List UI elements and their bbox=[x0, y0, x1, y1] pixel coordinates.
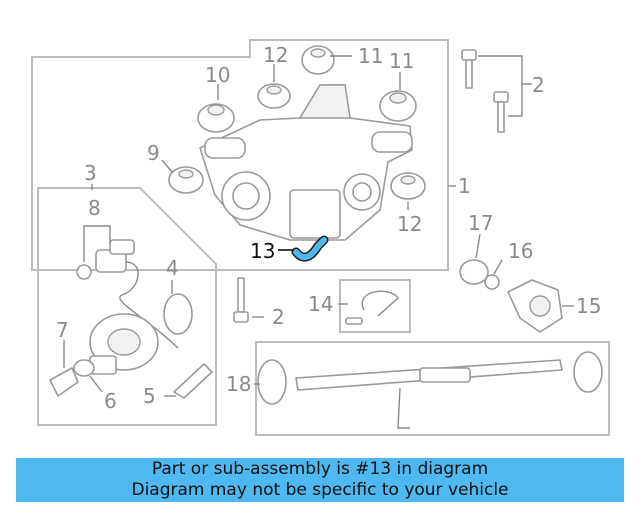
seal-part-17 bbox=[459, 259, 489, 285]
leader-2b bbox=[508, 84, 523, 117]
callout-12b: 12 bbox=[397, 212, 422, 236]
leader-16 bbox=[493, 259, 503, 275]
callout-8: 8 bbox=[88, 196, 101, 220]
callout-3: 3 bbox=[84, 161, 97, 185]
bolt-2b bbox=[493, 91, 509, 133]
driveshaft-group-box bbox=[255, 341, 610, 436]
mount-bushing-12a bbox=[257, 83, 291, 109]
mount-bushing-11b bbox=[379, 90, 417, 122]
banner-line-2: Diagram may not be specific to your vehi… bbox=[131, 480, 509, 500]
callout-5: 5 bbox=[143, 384, 156, 408]
leader-9 bbox=[161, 159, 173, 173]
callout-7: 7 bbox=[56, 318, 69, 342]
bolt-2a bbox=[461, 49, 477, 89]
leader-2a bbox=[478, 55, 532, 85]
sensor-group-box bbox=[37, 187, 217, 426]
callout-16: 16 bbox=[508, 239, 533, 263]
pump-motor-part-3 bbox=[89, 313, 159, 375]
callout-9: 9 bbox=[147, 141, 160, 165]
diagram-canvas: 1 2 2 3 4 5 6 7 8 9 10 11 11 12 12 13 14… bbox=[31, 39, 610, 436]
callout-1: 1 bbox=[458, 174, 471, 198]
differential-group-box bbox=[31, 39, 449, 271]
mount-bushing-12b bbox=[390, 172, 426, 200]
oring-part-6 bbox=[73, 359, 95, 377]
mount-bushing-10 bbox=[197, 103, 235, 133]
mount-bushing-9 bbox=[168, 166, 204, 194]
flange-part-7 bbox=[49, 367, 79, 397]
info-banner: Part or sub-assembly is #13 in diagram D… bbox=[16, 458, 624, 502]
flange-part-15 bbox=[507, 279, 563, 333]
callout-11a: 11 bbox=[358, 44, 383, 68]
mount-bushing-11a bbox=[301, 45, 335, 75]
callout-4: 4 bbox=[166, 256, 179, 280]
clamp-group-box bbox=[339, 279, 411, 333]
callout-10: 10 bbox=[205, 63, 230, 87]
callout-18: 18 bbox=[226, 372, 251, 396]
leader-6 bbox=[89, 375, 103, 393]
bolt-2c bbox=[233, 277, 249, 323]
clamp-part-14 bbox=[345, 290, 399, 325]
vent-hose-part-13-fill bbox=[293, 237, 327, 261]
banner-line-1: Part or sub-assembly is #13 in diagram bbox=[151, 459, 489, 479]
gasket-part-4 bbox=[163, 293, 193, 335]
callout-15: 15 bbox=[576, 294, 601, 318]
callout-17: 17 bbox=[468, 211, 493, 235]
callout-2a: 2 bbox=[532, 73, 545, 97]
differential-housing bbox=[199, 84, 413, 241]
leader-8 bbox=[83, 225, 111, 262]
callout-6: 6 bbox=[104, 389, 117, 413]
callout-12a: 12 bbox=[263, 43, 288, 67]
callout-13: 13 bbox=[250, 239, 275, 263]
oring-part-16 bbox=[484, 274, 500, 290]
driveshaft-part-18 bbox=[257, 351, 603, 429]
callout-11b: 11 bbox=[389, 49, 414, 73]
callout-2b: 2 bbox=[272, 305, 285, 329]
bracket-part-5 bbox=[173, 363, 213, 399]
callout-14: 14 bbox=[308, 292, 333, 316]
leader-17 bbox=[475, 233, 481, 259]
